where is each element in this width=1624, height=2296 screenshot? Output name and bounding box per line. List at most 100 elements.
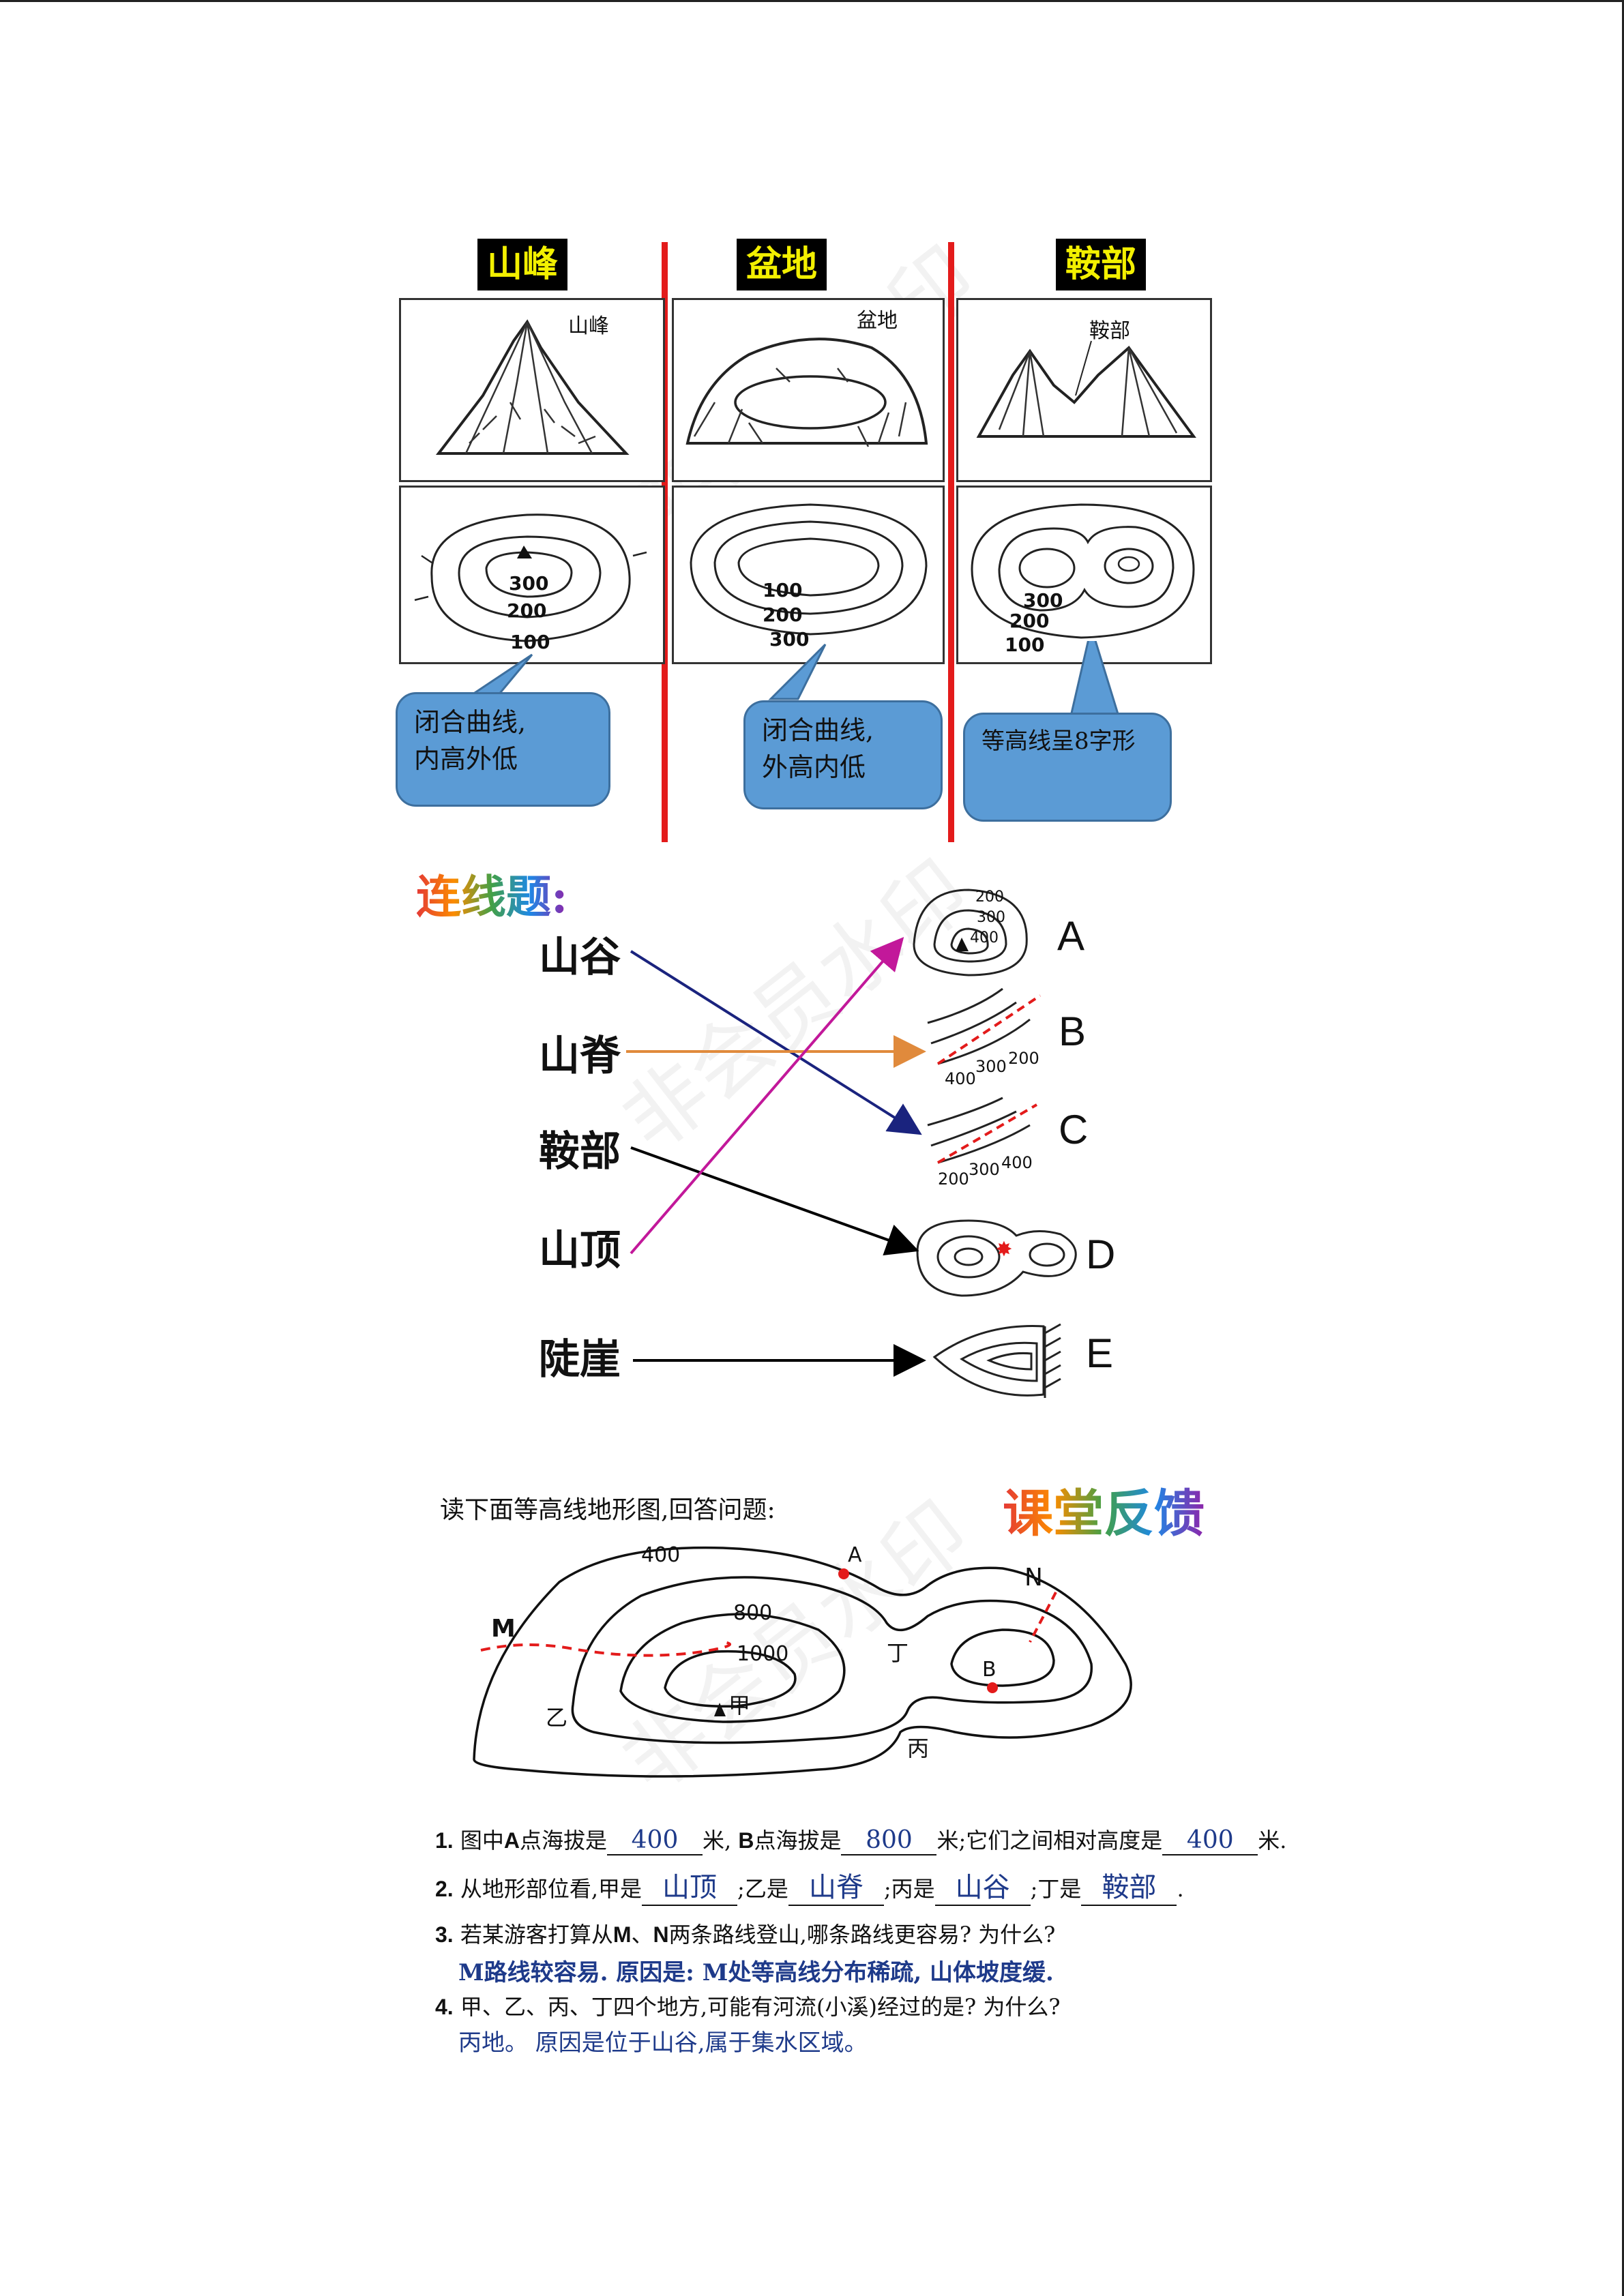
peak-sketch-panel: 山峰 [399, 298, 665, 482]
feedback-title: 课堂反馈 [1003, 1473, 1205, 1546]
peak-contour-panel: 300 200 100 [399, 486, 665, 664]
q-text: 若某游客打算从 [460, 1922, 613, 1948]
fig-c-label: 300 [969, 1160, 1000, 1179]
term-saddle: 鞍部 [539, 1128, 621, 1176]
feedback-intro: 读下面等高线地形图,回答问题: [440, 1496, 776, 1524]
map-label-1000: 1000 [737, 1642, 788, 1666]
basin-sketch: 盆地 [685, 309, 928, 447]
q-text: 米;它们之间相对高度是 [936, 1828, 1163, 1853]
term-cliff: 陡崖 [539, 1336, 621, 1384]
map-label-400: 400 [641, 1543, 680, 1567]
line-summit-a [630, 936, 904, 1255]
letter-e: E [1086, 1330, 1114, 1376]
q-text: . [1177, 1876, 1184, 1902]
letter-b: B [1059, 1009, 1087, 1054]
q-text: N [653, 1922, 669, 1947]
contour-label: 200 [507, 599, 546, 622]
answer-relative-height: 400 [1162, 1826, 1258, 1855]
fig-c-label: 400 [1001, 1153, 1033, 1172]
fig-a-label: 400 [970, 929, 999, 946]
peak-sketch: 山峰 [435, 314, 630, 455]
contour-label: 100 [1005, 633, 1044, 656]
q-text: 点海拔是 [754, 1828, 842, 1853]
map-label-m: M [491, 1615, 516, 1643]
q-text: ;乙是 [737, 1876, 788, 1902]
contour-label: 100 [510, 631, 550, 653]
peak-contour-map: 300 200 100 [414, 513, 647, 653]
map-label-bing: 丙 [907, 1735, 929, 1761]
peak-sketch-label: 山峰 [568, 314, 609, 338]
contour-label: 100 [763, 579, 802, 601]
matching-figures: 200 300 400 400 300 200 200 300 400 ✸ [626, 889, 1077, 1398]
callout-line: 内高外低 [414, 744, 518, 774]
map-label-yi: 乙 [546, 1705, 567, 1731]
q-text: B [738, 1828, 754, 1853]
callout-peak: 闭合曲线, 内高外低 [396, 692, 610, 807]
q-num: 1. [435, 1828, 454, 1853]
basin-contour-panel: 100 200 300 [672, 486, 945, 664]
map-label-ding: 丁 [887, 1640, 909, 1666]
fig-b-label: 300 [975, 1057, 1007, 1076]
q-text: ;丙是 [883, 1876, 935, 1902]
answer-4: 丙地。 原因是位于山谷,属于集水区域。 [458, 2029, 868, 2057]
answer-ding: 鞍部 [1081, 1865, 1177, 1906]
callout-line: 闭合曲线, [414, 707, 527, 737]
basin-contour-map: 100 200 300 [690, 503, 928, 651]
callout-basin: 闭合曲线, 外高内低 [743, 700, 943, 809]
letter-c: C [1059, 1107, 1089, 1152]
answer-3: M路线较容易. 原因是: M处等高线分布稀疏, 山体坡度缓. [458, 1959, 1054, 1986]
answer-bing: 山谷 [934, 1865, 1031, 1906]
q-text: 米. [1258, 1828, 1287, 1853]
q-num: 4. [435, 1995, 454, 2019]
fig-b-label: 400 [945, 1069, 976, 1088]
saddle-sketch-panel: 鞍部 [956, 298, 1212, 482]
q-text: 、 [631, 1922, 653, 1948]
page-border-top [0, 0, 1624, 2]
term-summit: 山顶 [539, 1227, 621, 1274]
fig-b-label: 200 [1008, 1049, 1039, 1068]
q-text: 点海拔是 [519, 1828, 607, 1853]
question-3: 3. 若某游客打算从M、N两条路线登山,哪条路线更容易? 为什么? [435, 1918, 1055, 1949]
page-border-right [1622, 0, 1624, 2296]
question-2: 2. 从地形部位看,甲是山顶;乙是山脊;丙是山谷;丁是鞍部. [435, 1865, 1184, 1906]
map-label-jia: 甲 [728, 1693, 750, 1718]
letter-d: D [1086, 1232, 1116, 1277]
map-label-n: N [1024, 1564, 1043, 1592]
saddle-sketch: 鞍部 [976, 319, 1196, 438]
answer-jia: 山顶 [642, 1865, 738, 1906]
contour-label: 300 [1023, 589, 1063, 612]
map-label-b: B [982, 1658, 996, 1682]
q-text: 两条路线登山,哪条路线更容易? 为什么? [668, 1922, 1056, 1948]
q-num: 2. [435, 1877, 454, 1901]
basin-sketch-panel: 盆地 [672, 298, 945, 482]
q-text: ;丁是 [1030, 1876, 1082, 1902]
saddle-point-icon: ✸ [995, 1238, 1012, 1262]
map-label-800: 800 [733, 1601, 772, 1625]
matching-title: 连线题: [416, 861, 567, 926]
q-text: 图中 [460, 1828, 504, 1853]
callout-saddle: 等高线呈8字形 [963, 713, 1172, 822]
line-saddle-d [630, 1146, 919, 1256]
q-text: M [612, 1922, 632, 1947]
callout-line: 外高内低 [762, 752, 866, 782]
map-label-a: A [848, 1543, 862, 1567]
contour-label: 200 [763, 603, 802, 626]
callout-line: 等高线呈8字形 [981, 728, 1136, 755]
line-valley-c [630, 950, 922, 1135]
q-text: 甲、乙、丙、丁四个地方,可能有河流(小溪)经过的是? 为什么? [460, 1994, 1061, 2020]
divider-line [948, 242, 954, 842]
tag-peak: 山峰 [477, 239, 568, 290]
question-4: 4. 甲、乙、丙、丁四个地方,可能有河流(小溪)经过的是? 为什么? [435, 1990, 1061, 2021]
term-ridge: 山脊 [539, 1032, 621, 1080]
answer-b-elevation: 800 [841, 1826, 937, 1855]
callout-pointers [467, 641, 1121, 717]
tag-basin: 盆地 [737, 239, 827, 290]
fig-a-label: 200 [975, 889, 1004, 906]
letter-a: A [1057, 913, 1085, 959]
answer-a-elevation: 400 [607, 1826, 703, 1855]
term-valley: 山谷 [539, 934, 621, 981]
callout-line: 闭合曲线, [762, 715, 874, 745]
fig-c-label: 200 [938, 1169, 969, 1189]
saddle-sketch-label: 鞍部 [1089, 319, 1130, 343]
answer-yi: 山脊 [788, 1865, 884, 1906]
